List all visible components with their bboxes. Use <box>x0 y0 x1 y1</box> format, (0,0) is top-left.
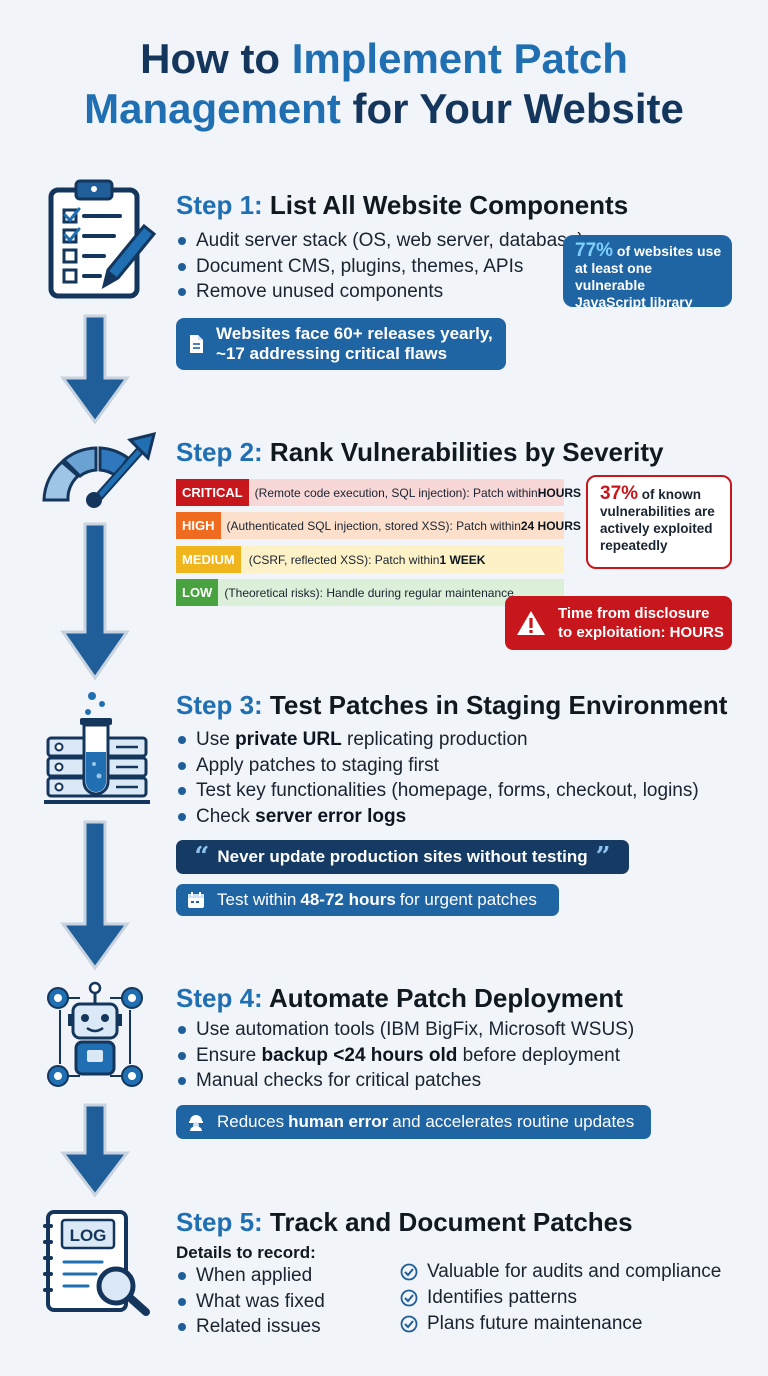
step-3-title: Step 3: Test Patches in Staging Environm… <box>176 690 728 720</box>
step-3-bullets: Use private URL replicating production A… <box>176 727 699 829</box>
open-quote-icon: “ <box>194 842 210 872</box>
list-item: What was fixed <box>176 1289 325 1315</box>
step-5-title: Step 5: Track and Document Patches <box>176 1207 633 1237</box>
step-4-title: Step 4: Automate Patch Deployment <box>176 983 623 1013</box>
check-circle-icon <box>400 1289 418 1307</box>
step-2-title: Step 2: Rank Vulnerabilities by Severity <box>176 437 664 467</box>
list-item: Document CMS, plugins, themes, APIs <box>176 254 584 280</box>
check-circle-icon <box>400 1263 418 1281</box>
robot-gears-icon <box>47 981 143 1087</box>
automation-note: Reduces human error and accelerates rout… <box>176 1105 651 1139</box>
list-item: Related issues <box>176 1314 325 1340</box>
log-label: LOG <box>70 1226 107 1245</box>
list-item: Valuable for audits and compliance <box>400 1259 721 1285</box>
step-5-benefits: Valuable for audits and compliance Ident… <box>400 1259 721 1337</box>
check-circle-icon <box>400 1315 418 1333</box>
down-arrow-3 <box>60 820 130 971</box>
exploitation-time-alert: Time from disclosure to exploitation: HO… <box>505 596 732 650</box>
javascript-library-stat: 77% of websites use at least one vulnera… <box>563 235 732 310</box>
list-item: Manual checks for critical patches <box>176 1068 634 1094</box>
list-item: Ensure backup <24 hours old before deplo… <box>176 1043 634 1069</box>
severity-high-tag: HIGH <box>176 512 221 539</box>
down-arrow-1 <box>60 314 130 425</box>
log-book-icon: LOG <box>43 1210 150 1316</box>
severity-medium-row: MEDIUM (CSRF, reflected XSS): Patch with… <box>176 546 564 573</box>
worker-icon <box>189 1115 203 1131</box>
severity-critical-tag: CRITICAL <box>176 479 249 506</box>
close-quote-icon: ” <box>595 842 611 872</box>
list-item: Check server error logs <box>176 804 699 830</box>
gauge-icon <box>42 431 157 508</box>
severity-medium-tag: MEDIUM <box>176 546 241 573</box>
step-1-title: Step 1: List All Website Components <box>176 190 629 220</box>
severity-low-tag: LOW <box>176 579 219 606</box>
step-1-bullets: Audit server stack (OS, web server, data… <box>176 228 584 305</box>
list-item: When applied <box>176 1263 325 1289</box>
severity-critical-row: CRITICAL (Remote code execution, SQL inj… <box>176 479 581 506</box>
step-4-bullets: Use automation tools (IBM BigFix, Micros… <box>176 1017 634 1094</box>
document-icon <box>190 335 203 353</box>
releases-note: Websites face 60+ releases yearly, ~17 a… <box>176 318 506 370</box>
down-arrow-4 <box>60 1103 130 1198</box>
severity-low-row: LOW (Theoretical risks): Handle during r… <box>176 579 564 606</box>
exploited-vulnerabilities-stat: 37% of known vulnerabilities are activel… <box>586 475 732 569</box>
clipboard-checklist-icon <box>48 179 156 299</box>
list-item: Test key functionalities (homepage, form… <box>176 778 699 804</box>
details-label: Details to record: <box>176 1243 316 1262</box>
list-item: Audit server stack (OS, web server, data… <box>176 228 584 254</box>
urgent-testing-note: Test within 48-72 hours for urgent patch… <box>176 884 559 916</box>
title-line-2: Management for Your Website <box>84 85 684 132</box>
title-line-1: How to Implement Patch <box>140 35 628 82</box>
list-item: Use private URL replicating production <box>176 727 699 753</box>
down-arrow-2 <box>60 522 130 681</box>
list-item: Plans future maintenance <box>400 1311 721 1337</box>
list-item: Identifies patterns <box>400 1285 721 1311</box>
list-item: Apply patches to staging first <box>176 753 699 779</box>
warning-icon <box>517 611 545 635</box>
testing-quote: “ Never update production sites without … <box>176 840 629 874</box>
severity-high-row: HIGH (Authenticated SQL injection, store… <box>176 512 581 539</box>
list-item: Remove unused components <box>176 279 584 305</box>
page-title: How to Implement Patch Management for Yo… <box>0 34 768 134</box>
calendar-icon <box>188 892 204 908</box>
list-item: Use automation tools (IBM BigFix, Micros… <box>176 1017 634 1043</box>
server-test-tube-icon <box>44 692 150 804</box>
step-5-bullets: When applied What was fixed Related issu… <box>176 1263 325 1340</box>
